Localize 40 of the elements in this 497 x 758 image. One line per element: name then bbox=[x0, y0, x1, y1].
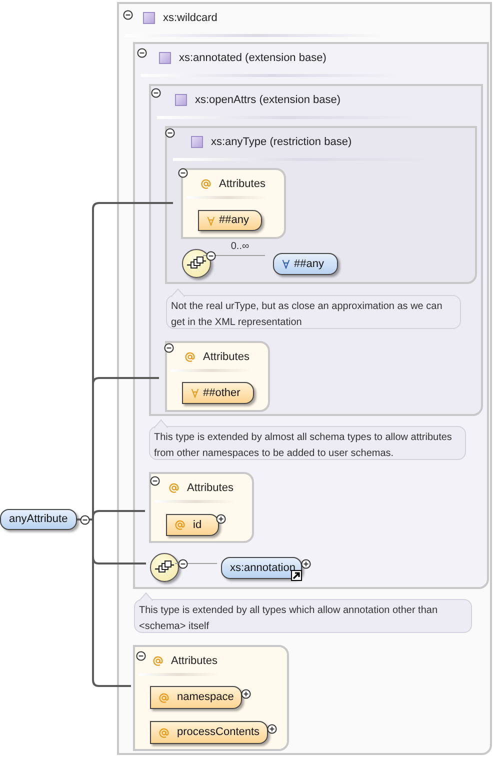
attribute-pill bbox=[166, 514, 219, 536]
attribute-pill bbox=[150, 686, 242, 709]
node-label: ##any bbox=[219, 213, 249, 228]
node-label: This type is extended by almost all schema types to allow attributes from other namespaces to be added to user schemas. bbox=[154, 431, 453, 461]
connector-line bbox=[202, 255, 266, 256]
node-label: Attributes bbox=[203, 350, 250, 365]
node-label: anyAttribute bbox=[9, 512, 68, 528]
attributes-group bbox=[133, 645, 289, 751]
node-label: xs:anyType (restriction base) bbox=[211, 135, 352, 150]
element-pill bbox=[273, 253, 338, 275]
sequence-compositor bbox=[150, 553, 179, 582]
type-container bbox=[149, 84, 483, 416]
node-label: xs:annotated (extension base) bbox=[179, 51, 326, 66]
element-pill bbox=[221, 557, 302, 579]
node-label: xs:wildcard bbox=[163, 11, 218, 26]
node-label: Attributes bbox=[219, 177, 266, 192]
type-container bbox=[133, 42, 489, 589]
attribute-pill bbox=[182, 382, 254, 404]
node-label: Attributes bbox=[187, 481, 234, 496]
attributes-group bbox=[149, 472, 254, 543]
edge-label: 0..∞ bbox=[230, 240, 250, 252]
connector-line bbox=[174, 563, 218, 564]
node-label: Not the real urType, but as close an approximation as we can get in the XML representation bbox=[171, 300, 444, 330]
node-label: ##any bbox=[294, 256, 324, 272]
node-label: id bbox=[193, 518, 202, 533]
node-label: xs:annotation bbox=[230, 560, 296, 576]
attribute-pill bbox=[198, 210, 262, 231]
node-label: xs:openAttrs (extension base) bbox=[195, 93, 341, 108]
node-label: This type is extended by all types which allow annotation other than <schema> itself bbox=[139, 604, 439, 634]
attributes-group bbox=[181, 168, 286, 239]
node-label: ##other bbox=[203, 386, 240, 401]
type-container bbox=[117, 2, 492, 755]
root-element-pill bbox=[0, 509, 77, 530]
attributes-group bbox=[165, 341, 270, 412]
type-container bbox=[165, 126, 477, 284]
node-label: processContents bbox=[177, 725, 260, 740]
sequence-compositor bbox=[182, 249, 211, 278]
attribute-pill bbox=[150, 721, 268, 744]
node-label: Attributes bbox=[171, 654, 218, 669]
node-label: namespace bbox=[177, 690, 234, 706]
